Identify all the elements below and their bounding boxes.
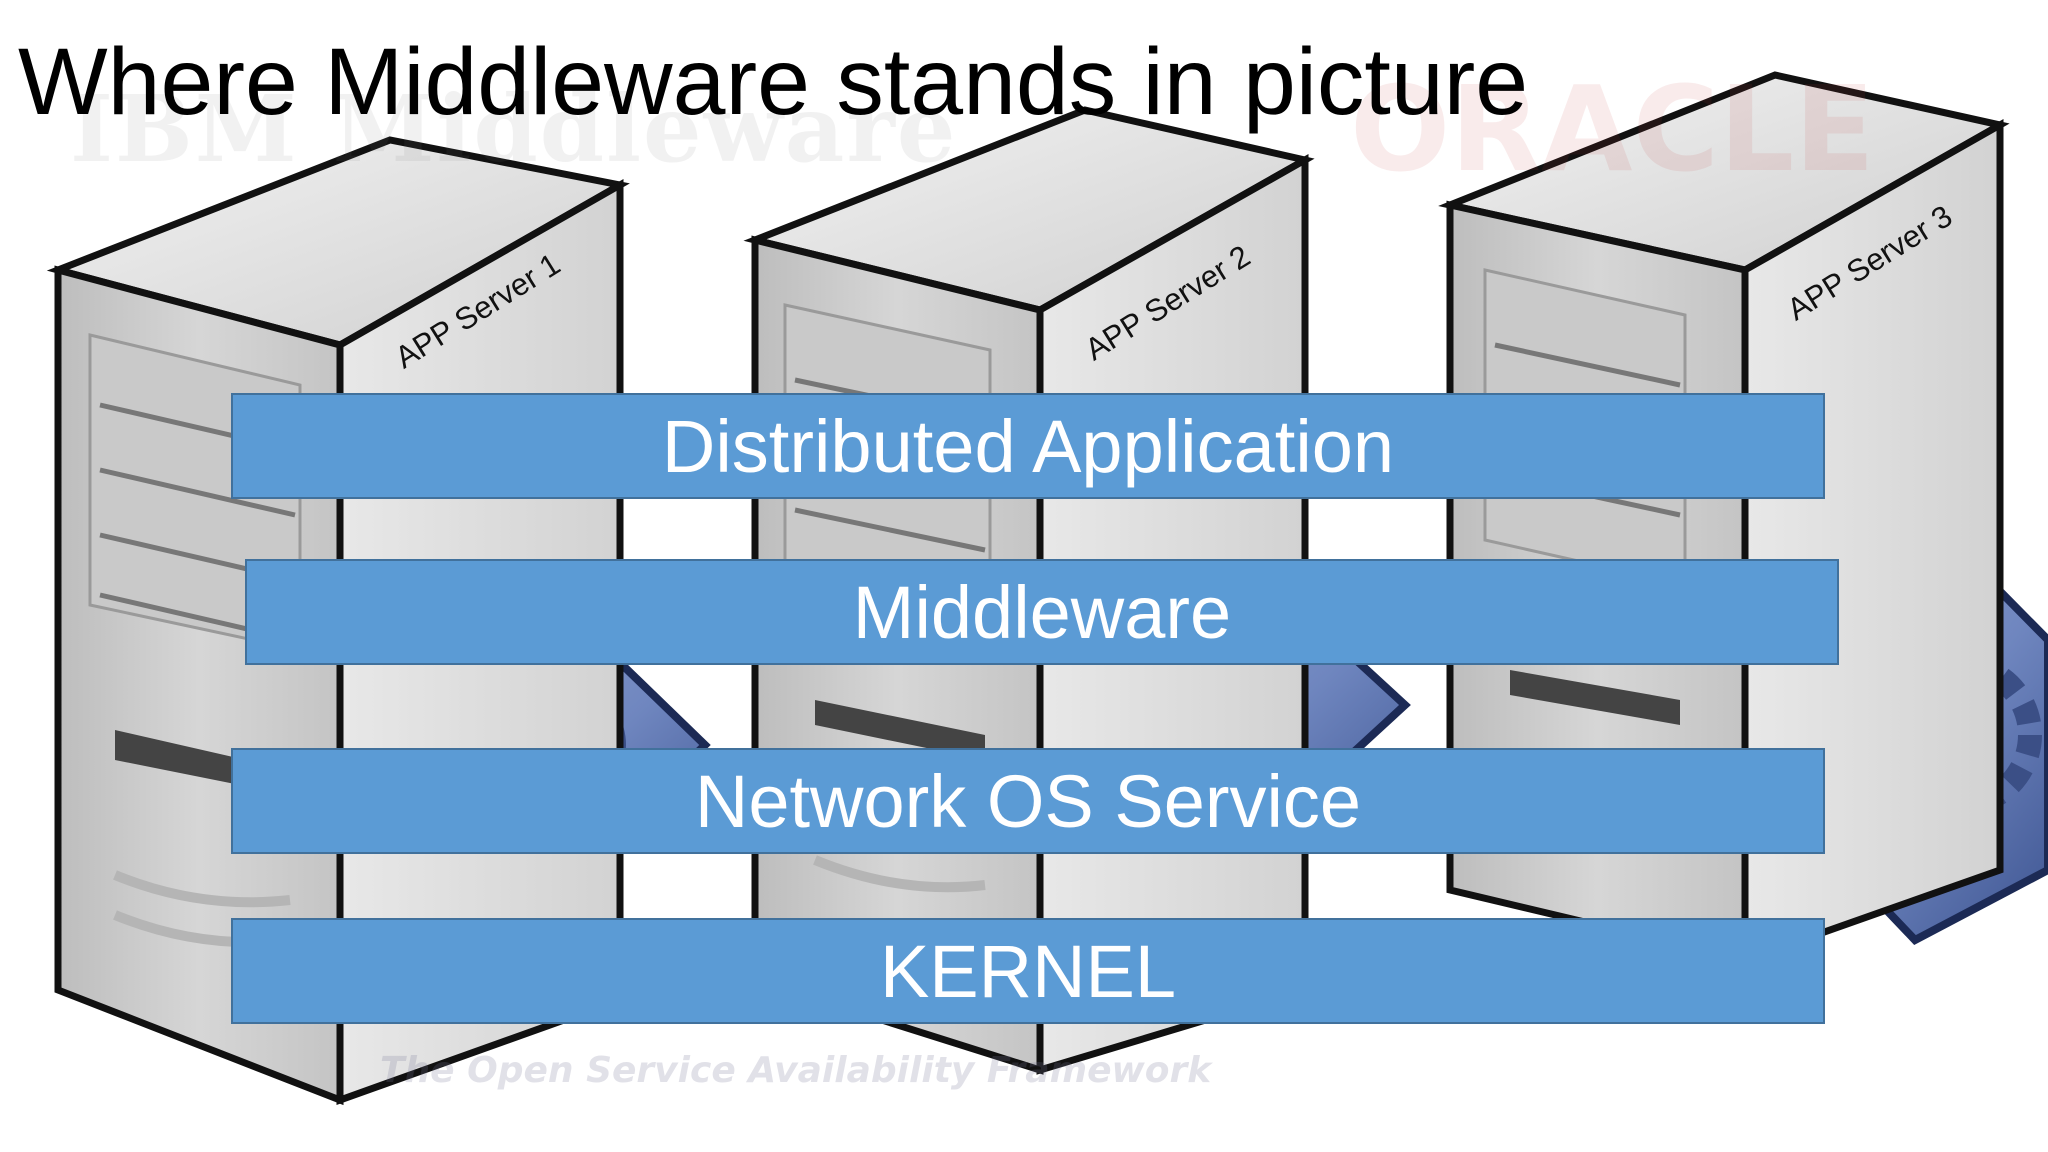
layer-distributed-application: Distributed Application — [231, 393, 1825, 499]
layer-kernel: KERNEL — [231, 918, 1825, 1024]
page-title: Where Middleware stands in picture — [18, 29, 1529, 135]
layer-network-os-service: Network OS Service — [231, 748, 1825, 854]
layer-middleware: Middleware — [245, 559, 1839, 665]
